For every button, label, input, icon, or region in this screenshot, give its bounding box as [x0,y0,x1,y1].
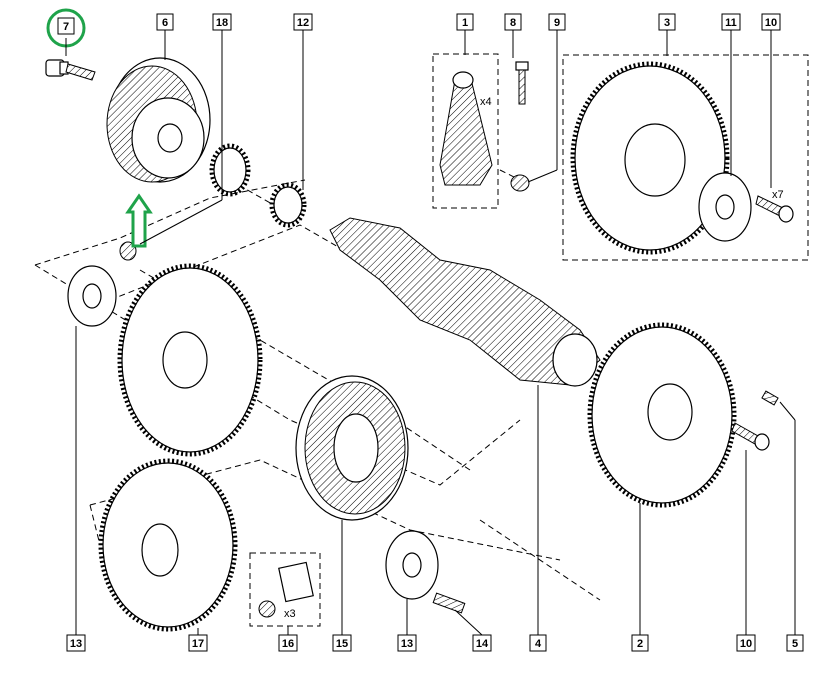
leader-lines [65,28,796,636]
svg-text:11: 11 [725,17,737,29]
conrod-nut [510,174,530,192]
flywheel-bolt-quantity: x7 [772,189,784,201]
lower-flywheel [98,458,238,632]
repair-kit [258,561,314,618]
svg-text:13: 13 [70,638,82,650]
highlight-arrow-icon [125,193,153,248]
left-spacer-plate [67,265,117,327]
svg-text:8: 8 [510,17,516,29]
label-17: 17 [188,634,208,652]
flywheel-bolt-lower [731,422,770,451]
connecting-rod [439,71,493,186]
crankshaft-pulley [106,57,211,183]
svg-text:15: 15 [336,638,348,650]
nut-kit-quantity: x3 [284,608,296,620]
svg-text:5: 5 [792,638,798,650]
svg-text:10: 10 [765,17,777,29]
flywheel-ring-gear [570,61,730,255]
svg-text:16: 16 [282,638,294,650]
svg-text:13: 13 [401,638,413,650]
label-13-left: 13 [66,634,86,652]
conrod-quantity: x4 [480,96,492,108]
label-18: 18 [212,13,232,31]
bolt-kit-box [249,552,321,627]
small-bolt [432,592,466,614]
label-12: 12 [293,13,313,31]
label-7: 7 [57,17,75,35]
svg-text:10: 10 [740,638,752,650]
clutch-disc [295,375,409,521]
svg-text:7: 7 [63,21,69,33]
flywheel [587,322,737,508]
crankshaft-pulley-bolt [45,59,96,81]
svg-text:18: 18 [216,17,228,29]
label-2: 2 [631,634,649,652]
label-10-bottom: 10 [736,634,756,652]
label-8: 8 [504,13,522,31]
svg-text:2: 2 [637,638,643,650]
svg-text:3: 3 [664,17,670,29]
crankshaft [329,217,601,387]
dowel-pin [761,390,779,406]
label-14: 14 [472,634,492,652]
label-3: 3 [658,13,676,31]
flywheel-pressure-plate [698,172,752,242]
flywheel-group-box [562,54,809,261]
svg-text:17: 17 [192,638,204,650]
flywheel-bolt [755,195,794,223]
svg-text:6: 6 [162,17,168,29]
svg-text:1: 1 [462,17,468,29]
left-flywheel [117,263,263,457]
label-9: 9 [548,13,566,31]
label-4: 4 [529,634,547,652]
label-15: 15 [332,634,352,652]
label-13-right: 13 [397,634,417,652]
svg-text:4: 4 [535,638,542,650]
label-5: 5 [786,634,804,652]
lower-spacer-plate [385,530,439,600]
conrod-bolt [515,61,529,105]
label-10-top: 10 [761,13,781,31]
label-6: 6 [156,13,174,31]
label-11: 11 [721,13,741,31]
label-1: 1 [456,13,474,31]
svg-text:9: 9 [554,17,560,29]
svg-text:14: 14 [476,638,489,650]
label-16: 16 [278,634,298,652]
timing-sprocket [209,143,307,228]
svg-text:12: 12 [297,17,309,29]
